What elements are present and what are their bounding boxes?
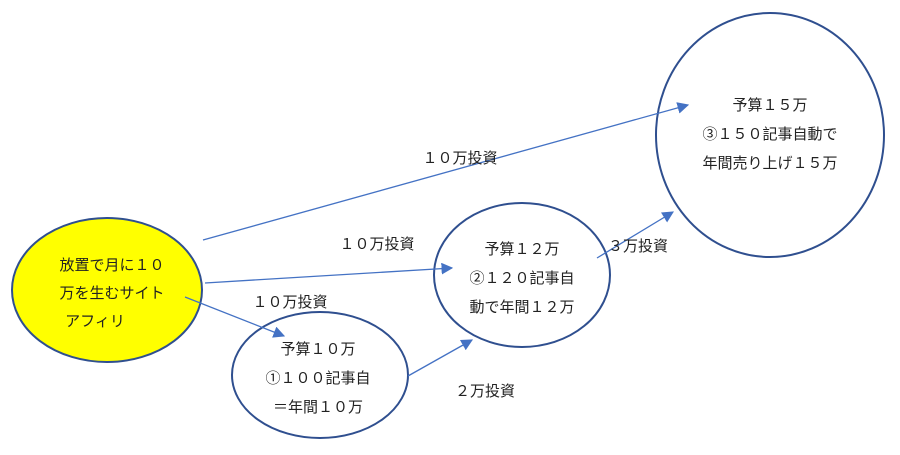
start-line-1: 放置で月に１０	[59, 256, 164, 274]
arrow-start-to-step1	[184, 296, 286, 338]
step3-line-1: 予算１５万	[732, 96, 807, 114]
step3-node	[655, 12, 885, 258]
step1-line-2: ①１００記事自	[265, 369, 370, 387]
step3-line-3: 年間売り上げ１５万	[702, 154, 837, 172]
arrow-start-to-step2	[204, 262, 454, 284]
step2-line-2: ②１２０記事自	[469, 269, 574, 287]
arrow-step1-to-step2	[407, 339, 474, 377]
step2-line-3: 動で年間１２万	[469, 298, 574, 316]
start-node	[11, 217, 203, 363]
label-step2-to-step3: ３万投資	[608, 237, 668, 255]
label-start-to-step1: １０万投資	[252, 293, 327, 311]
start-line-2: 万を生むサイト	[59, 284, 164, 302]
step1-line-1: 予算１０万	[280, 340, 355, 358]
step1-line-3: ＝年間１０万	[273, 398, 363, 416]
label-step1-to-step2: ２万投資	[455, 382, 515, 400]
step2-node	[433, 202, 611, 348]
start-line-3: アフィリ	[65, 312, 125, 330]
step2-line-1: 予算１２万	[484, 240, 559, 258]
label-start-to-step3: １０万投資	[422, 149, 497, 167]
arrow-step2-to-step3	[596, 211, 675, 259]
step1-node	[231, 311, 409, 439]
label-start-to-step2: １０万投資	[339, 235, 414, 253]
arrow-start-to-step3	[202, 102, 690, 241]
step3-line-2: ③１５０記事自動で	[702, 125, 837, 143]
